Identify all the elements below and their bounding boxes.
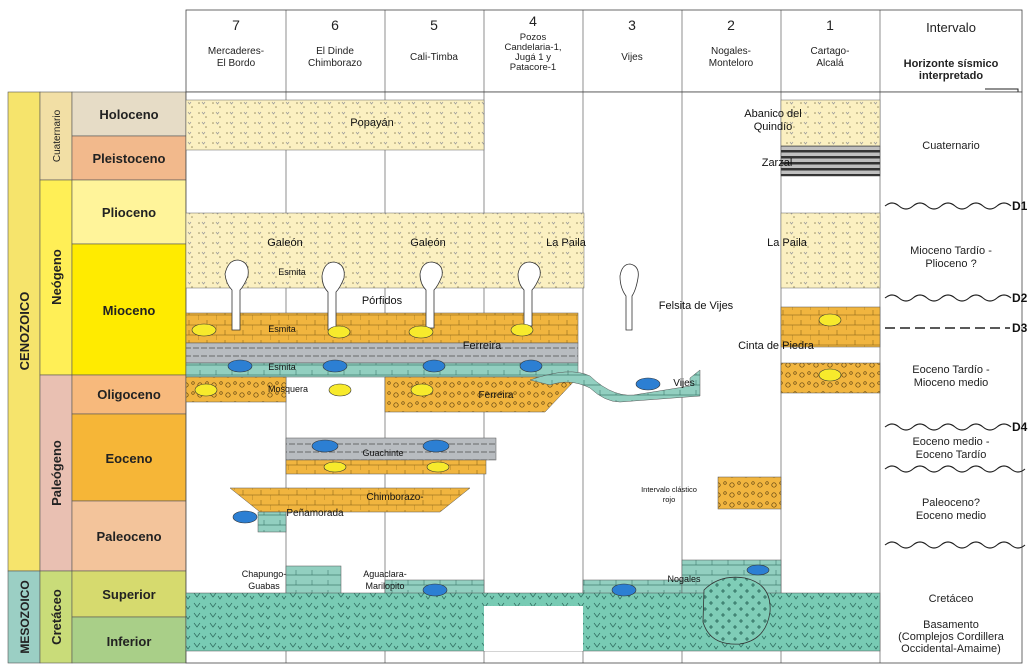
column-3-number: 3 [628,17,636,33]
interval-paleoceno-eoceno: Paleoceno?Eoceno medio [916,497,986,522]
column-1-name: Cartago-Alcalá [811,46,850,69]
epoch-paleoceno-label: Paleoceno [96,529,161,544]
label-esmita-2: Esmita [268,324,296,334]
epoch-holoceno-label: Holoceno [99,107,158,122]
column-5-name: Cali-Timba [410,52,458,63]
epoch-column: Holoceno Pleistoceno Plioceno Mioceno Ol… [72,92,186,663]
epoch-oligoceno-label: Oligoceno [97,387,161,402]
epoch-inferior-label: Inferior [107,634,152,649]
horizon-d2-label: D2 [1012,291,1028,305]
label-mosquera: Mosquera [268,384,308,394]
label-ferreira-2: Ferreira [478,390,513,401]
unit-zarzal [781,146,880,176]
column-2-number: 2 [727,17,735,33]
epoch-superior-label: Superior [102,587,155,602]
label-galeon-1: Galeón [267,237,302,249]
label-popayan: Popayán [350,117,393,129]
label-penamorada: Peñamorada [286,508,344,519]
label-chimborazo: Chimborazo- [366,492,423,503]
interval-eoceno-mioceno: Eoceno Tardío -Mioceno medio [912,364,990,389]
column-5-number: 5 [430,17,438,33]
unit-la-paila-1 [781,213,880,288]
label-esmita-3: Esmita [268,362,296,372]
horizon-d1-label: D1 [1012,199,1028,213]
epoch-pleistoceno-label: Pleistoceno [93,151,166,166]
column-3-name: Vijes [621,52,643,63]
label-felsita-vijes: Felsita de Vijes [659,300,734,312]
unit-guachinte-clastic [286,460,486,474]
label-zarzal: Zarzal [762,157,793,169]
label-porfidos: Pórfidos [362,295,403,307]
horizon-d4-label: D4 [1012,420,1028,434]
epoch-eoceno-label: Eoceno [106,451,153,466]
column-6-number: 6 [331,17,339,33]
unit-intrusive-body [703,577,770,644]
epoch-plioceno-label: Plioceno [102,205,156,220]
label-la-paila-2: La Paila [767,237,808,249]
label-guachinte: Guachinte [362,448,403,458]
label-nogales: Nogales [667,574,701,584]
period-neogeno-label: Neógeno [49,249,64,305]
column-2-name: Nogales-Monteloro [709,46,754,69]
unit-popayan [186,100,484,150]
label-galeon-2: Galeón [410,237,445,249]
column-4-number: 4 [529,13,537,29]
period-column: Cuaternario Neógeno Paleógeno Cretáceo [40,92,72,663]
interval-cretaceo: Cretáceo [929,593,974,605]
unit-chimborazo [230,488,470,512]
era-cenozoico-label: CENOZOICO [17,292,32,371]
interval-header-title: Intervalo [926,20,976,35]
horizon-d3-label: D3 [1012,321,1028,335]
unit-basement-gap [484,606,583,651]
column-7-number: 7 [232,17,240,33]
label-la-paila-1: La Paila [546,237,587,249]
era-mesozoico-label: MESOZOICO [18,580,32,653]
epoch-mioceno-label: Mioceno [103,303,156,318]
period-cretaceo-label: Cretáceo [49,589,64,645]
label-vijes: Vijes [673,378,695,389]
label-cinta-piedra: Cinta de Piedra [738,340,815,352]
unit-penamorada [258,512,286,532]
unit-intervalo-clastico-rojo [718,477,781,509]
unit-abanico-quindio [781,100,880,146]
interval-cuaternario: Cuaternario [922,140,979,152]
column-1-number: 1 [826,17,834,33]
label-ferreira-1: Ferreira [463,340,502,352]
period-paleogeno-label: Paleógeno [49,440,64,506]
unit-esmita-mid [186,343,578,363]
era-column: CENOZOICO MESOZOICO [8,92,40,663]
interval-eoceno-medio: Eoceno medio -Eoceno Tardío [912,436,989,461]
label-esmita-1: Esmita [278,267,306,277]
period-cuaternario-label: Cuaternario [52,109,63,162]
